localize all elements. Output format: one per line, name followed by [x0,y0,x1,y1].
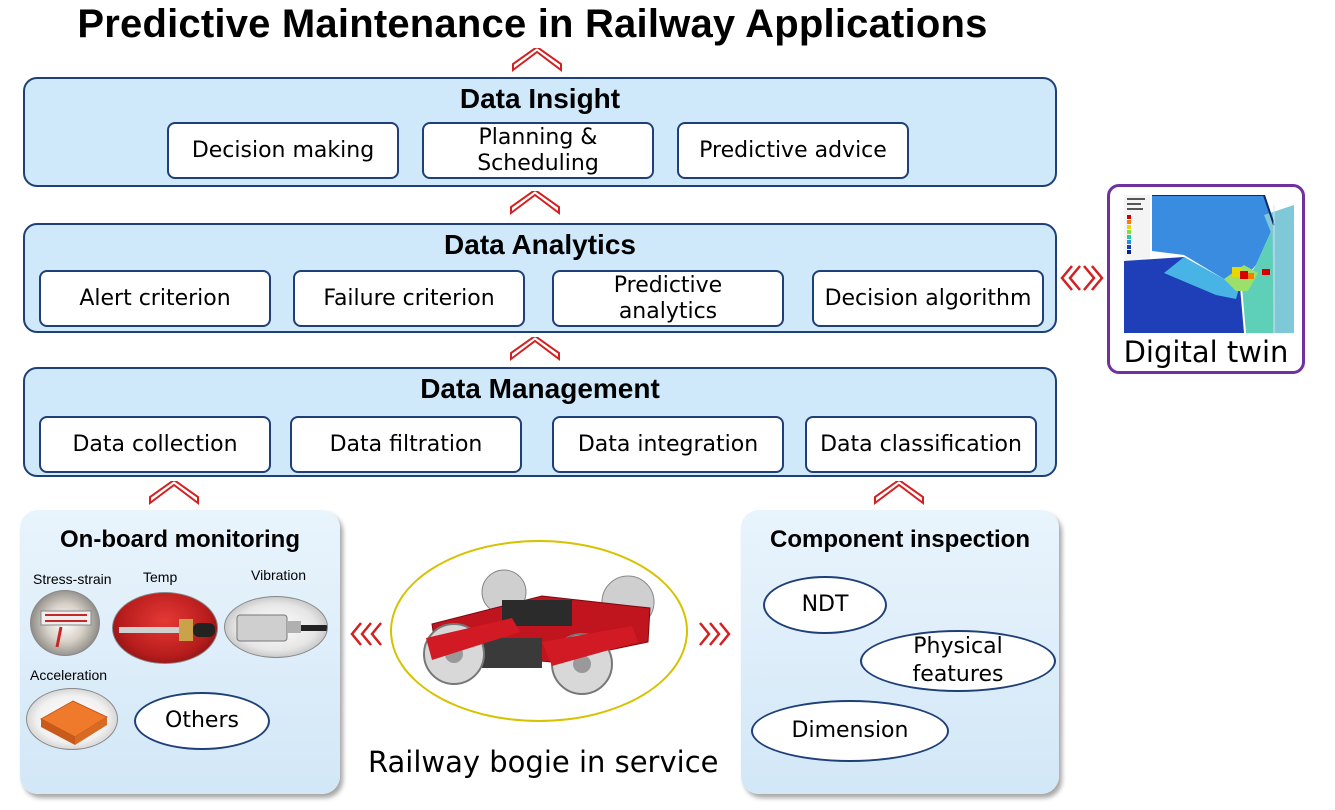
stress-strain-label: Stress-strain [33,571,112,587]
component-inspection-panel: Component inspection NDT Physical featur… [741,510,1059,794]
data-collection-box: Data collection [39,416,271,473]
accelerometer-photo [26,688,118,750]
data-filtration-box: Data filtration [290,416,522,473]
chevron-up-icon [510,191,560,215]
vibration-sensor-photo [224,596,328,658]
data-insight-layer: Data Insight Decision making Planning & … [23,77,1057,187]
chevron-up-icon [149,481,199,505]
vibration-label: Vibration [251,567,307,583]
onboard-monitoring-panel: On-board monitoring Stress-strain Temp V… [20,510,340,794]
others-ellipse: Others [134,692,270,750]
data-analytics-layer: Data Analytics Alert criterion Failure c… [23,223,1057,333]
triple-chevron-right-icon [699,622,731,646]
onboard-monitoring-title: On-board monitoring [60,526,300,553]
data-management-title: Data Management [420,373,660,404]
digital-twin-panel: Digital twin [1107,184,1305,374]
data-management-layer: Data Management Data collection Data fil… [23,367,1057,477]
predictive-analytics-box: Predictive analytics [552,270,784,327]
railway-bogie-image [390,540,688,722]
component-inspection-title: Component inspection [770,526,1030,553]
data-integration-box: Data integration [552,416,784,473]
chevron-up-icon [512,48,562,72]
failure-criterion-box: Failure criterion [293,270,525,327]
predictive-advice-box: Predictive advice [677,122,909,179]
data-insight-title: Data Insight [459,83,621,114]
decision-algorithm-box: Decision algorithm [812,270,1044,327]
acceleration-label: Acceleration [30,667,108,683]
data-analytics-title: Data Analytics [444,229,636,260]
data-classification-box: Data classification [805,416,1037,473]
bogie-caption: Railway bogie in service [368,745,719,779]
alert-criterion-box: Alert criterion [39,270,271,327]
ndt-ellipse: NDT [763,576,887,634]
strain-gauge-photo [30,590,100,656]
temp-label: Temp [143,569,178,585]
page-title: Predictive Maintenance in Railway Applic… [77,2,988,46]
fea-simulation-image [1124,195,1294,333]
planning-scheduling-box: Planning & Scheduling [422,122,654,179]
physical-features-ellipse: Physical features [860,630,1056,692]
chevron-up-icon [874,481,924,505]
temperature-sensor-photo [112,592,218,664]
decision-making-box: Decision making [167,122,399,179]
digital-twin-label: Digital twin [1123,335,1289,369]
double-chevron-left-right-icon [1060,265,1104,291]
chevron-up-icon [510,337,560,361]
triple-chevron-left-icon [350,622,382,646]
dimension-ellipse: Dimension [751,700,949,762]
